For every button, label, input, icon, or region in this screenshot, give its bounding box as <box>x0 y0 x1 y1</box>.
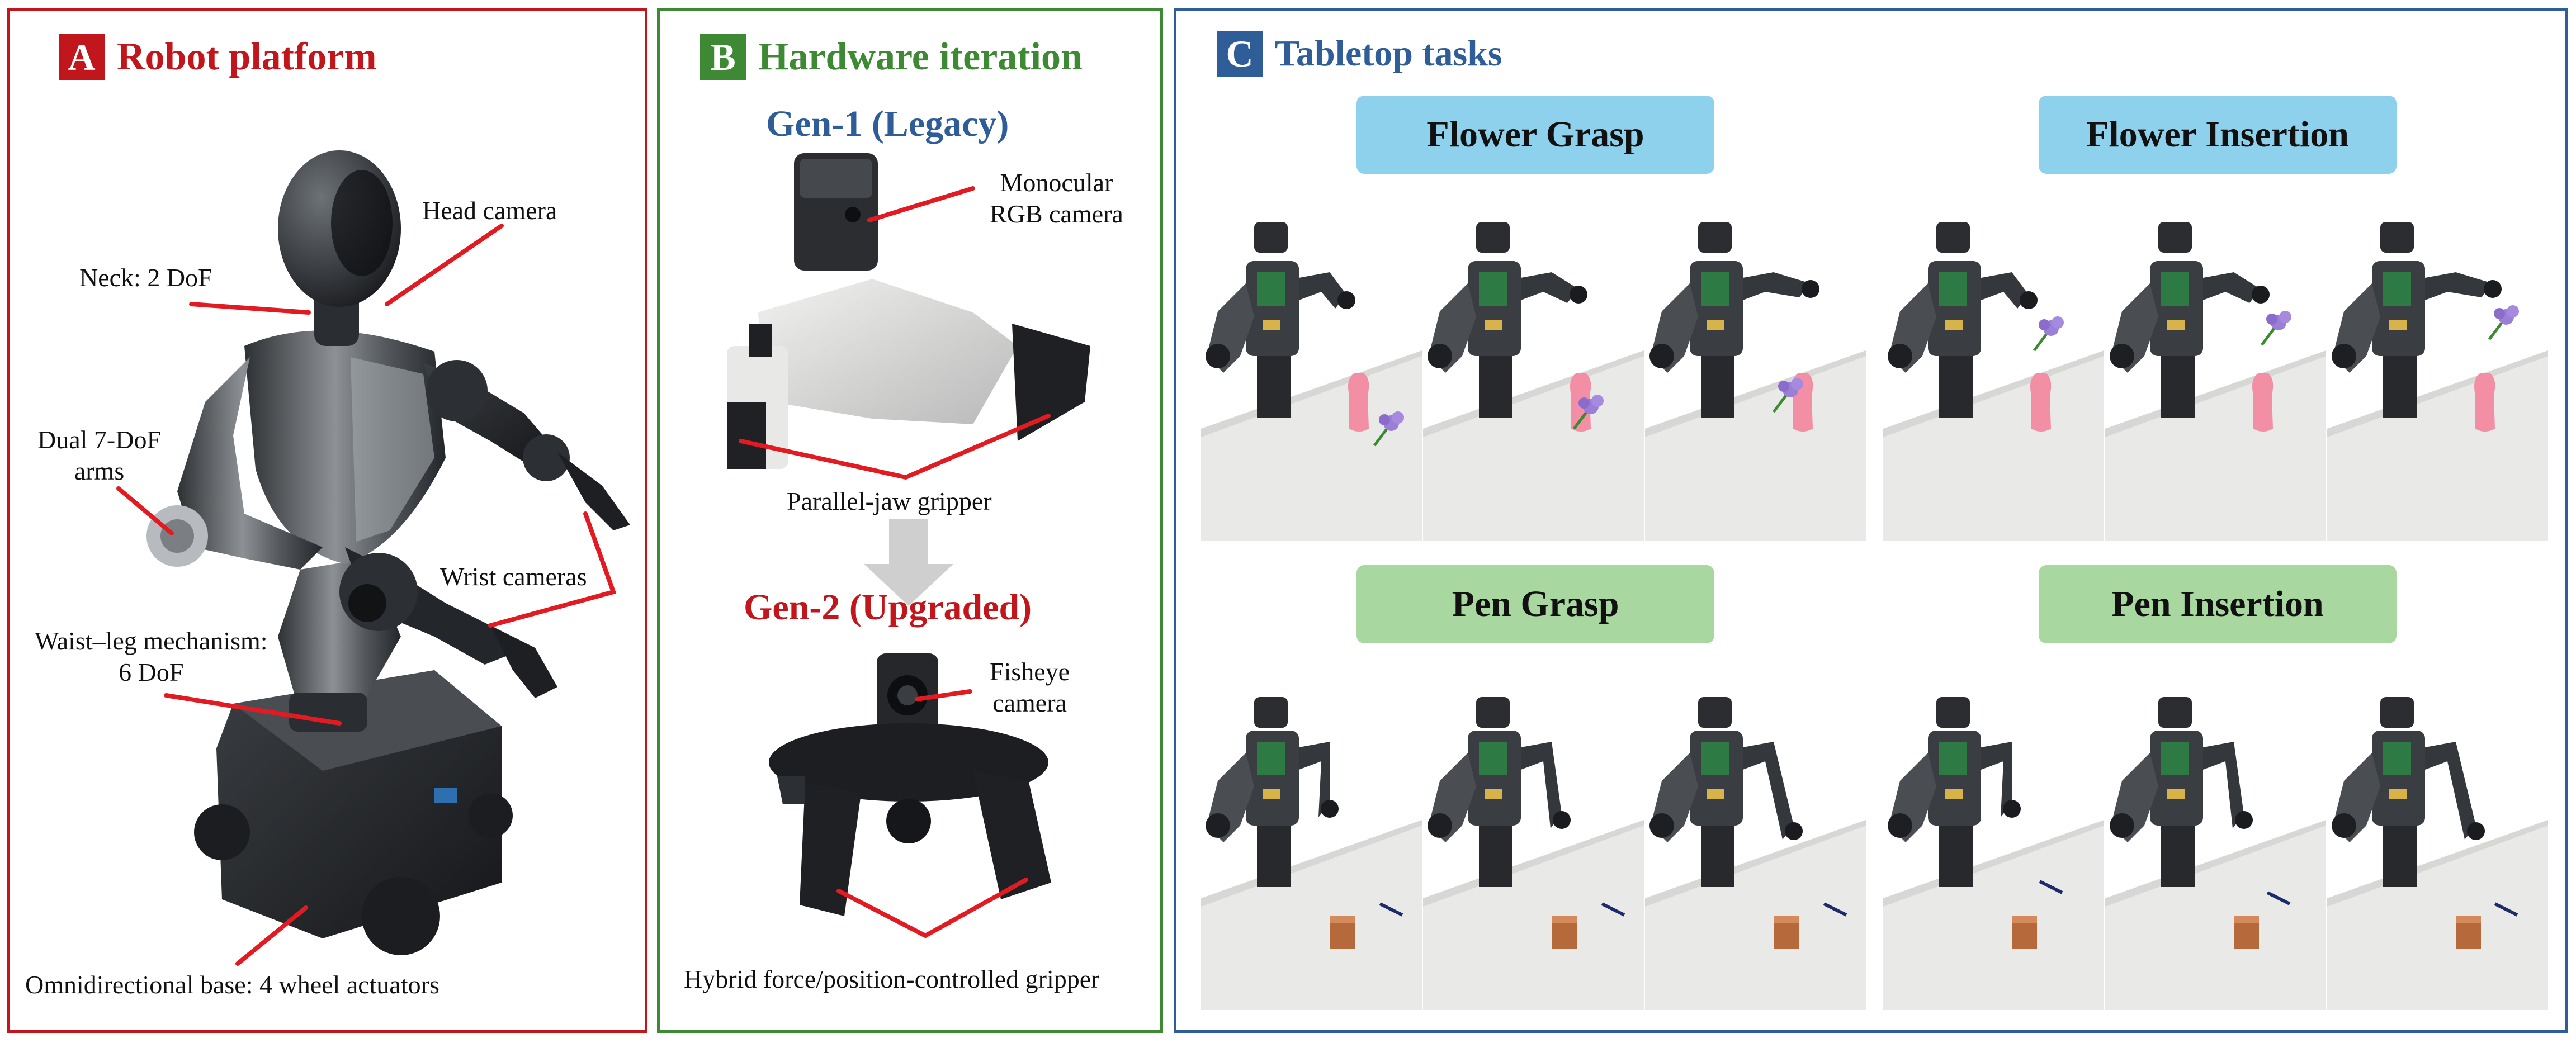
label-fisheye-camera: Fisheye camera <box>990 656 1070 719</box>
label-fisheye-line1: Fisheye <box>990 657 1070 686</box>
flower-insertion-frame-3 <box>2327 188 2548 541</box>
panel-hardware-iteration: B Hardware iteration Gen-1 (Legacy) <box>657 8 1163 1033</box>
label-omnidirectional-base: Omnidirectional base: 4 wheel actuators <box>25 970 439 999</box>
pen-insertion-frame-1 <box>1883 658 2104 1010</box>
flower-grasp-frame-2 <box>1423 188 1644 541</box>
label-hybrid-gripper: Hybrid force/position-controlled gripper <box>684 965 1100 993</box>
panel-a-title: Robot platform <box>117 35 377 78</box>
panel-b-title: Hardware iteration <box>758 35 1083 78</box>
label-monocular-line1: Monocular <box>1000 168 1113 197</box>
flower-grasp-frame-1 <box>1201 188 1422 541</box>
label-arms-line2: arms <box>74 457 125 486</box>
iteration-arrow <box>864 519 953 606</box>
label-monocular-rgb-camera: Monocular RGB camera <box>990 167 1123 230</box>
panel-c-header: C Tabletop tasks <box>1217 31 1502 77</box>
panel-b-header: B Hardware iteration <box>700 34 1083 80</box>
photo-strip-flower-grasp <box>1201 188 1866 541</box>
pen-grasp-frame-1 <box>1201 658 1422 1010</box>
task-pen-insertion-label: Pen Insertion <box>2039 565 2397 643</box>
task-pen-grasp-label: Pen Grasp <box>1356 565 1714 643</box>
gripper-illustrations <box>727 153 1090 938</box>
flower-insertion-frame-2 <box>2105 188 2326 541</box>
label-fisheye-line2: camera <box>992 689 1067 718</box>
label-arms: Dual 7-DoF arms <box>37 424 161 487</box>
panel-c-title: Tabletop tasks <box>1275 33 1502 74</box>
pen-grasp-frame-3 <box>1645 658 1866 1010</box>
task-flower-grasp-label: Flower Grasp <box>1356 96 1714 174</box>
panel-a-header: A Robot platform <box>59 34 377 80</box>
gen1-parallel-gripper <box>727 153 1090 469</box>
flower-grasp-frame-3 <box>1645 188 1866 541</box>
label-monocular-line2: RGB camera <box>990 200 1123 229</box>
panel-c-letter: C <box>1217 31 1263 77</box>
gen1-title: Gen-1 (Legacy) <box>766 103 1009 144</box>
label-neck: Neck: 2 DoF <box>79 263 212 292</box>
gen2-title: Gen-2 (Upgraded) <box>744 587 1032 628</box>
panel-tabletop-tasks: C Tabletop tasks Flower Grasp Flower Ins… <box>1174 8 2568 1033</box>
label-wrist-cameras: Wrist cameras <box>440 562 587 591</box>
label-arms-line1: Dual 7-DoF <box>37 425 162 454</box>
panel-a-letter: A <box>59 34 105 80</box>
label-waist-line2: 6 DoF <box>119 658 184 687</box>
photo-strip-flower-insertion <box>1883 188 2549 541</box>
label-waist-line1: Waist–leg mechanism: <box>35 627 268 655</box>
gen2-hybrid-gripper <box>769 653 1051 916</box>
panel-b-letter: B <box>700 34 746 80</box>
pen-insertion-frame-3 <box>2327 658 2548 1010</box>
task-flower-insertion-label: Flower Insertion <box>2039 96 2397 174</box>
label-waist-leg: Waist–leg mechanism: 6 DoF <box>35 625 268 688</box>
pen-grasp-frame-2 <box>1423 658 1644 1010</box>
humanoid-robot-illustration <box>116 150 630 966</box>
photo-strip-pen-insertion <box>1883 658 2549 1010</box>
label-head-camera: Head camera <box>422 196 557 225</box>
panel-robot-platform: A Robot platform <box>7 8 647 1033</box>
label-parallel-jaw-gripper: Parallel-jaw gripper <box>787 487 992 515</box>
pen-insertion-frame-2 <box>2105 658 2326 1010</box>
flower-insertion-frame-1 <box>1883 188 2104 541</box>
photo-strip-pen-grasp <box>1201 658 1866 1010</box>
